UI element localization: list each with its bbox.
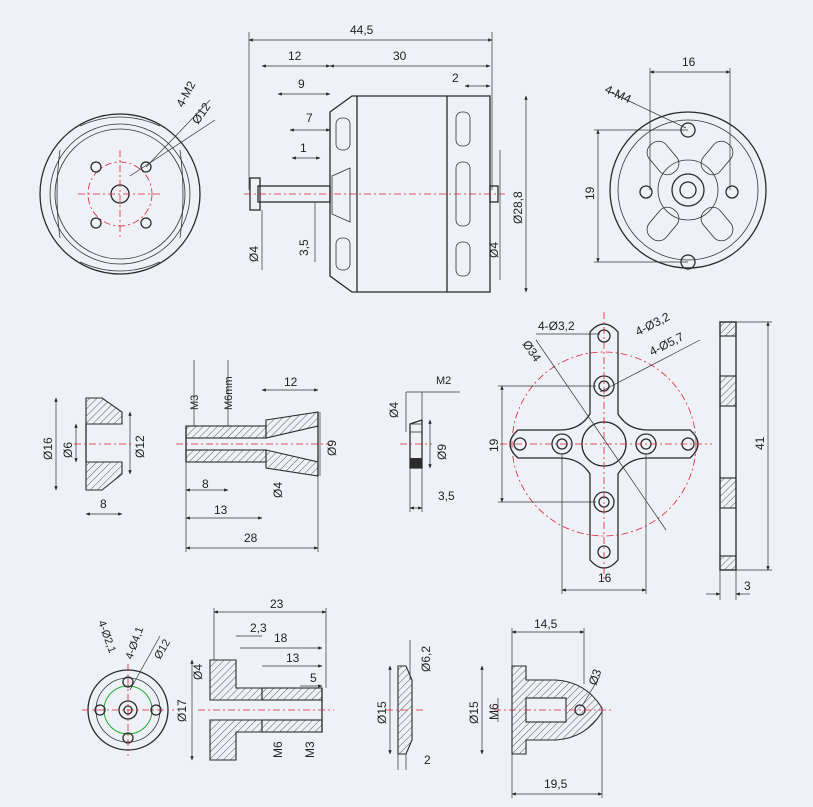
adapter-thread-m3: M3 xyxy=(189,395,201,410)
washer-thickness: 2 xyxy=(424,753,431,767)
side-body-dia: Ø28,8 xyxy=(511,191,525,224)
adapter-dim-28: 28 xyxy=(244,531,258,545)
washer-part: Ø6,2 Ø15 2 xyxy=(375,640,433,770)
side-shaft-dia-right: Ø4 xyxy=(487,242,501,258)
side-dim-2: 2 xyxy=(452,71,459,85)
collar-length: 8 xyxy=(100,497,107,511)
side-shaft-ext-dim: 12 xyxy=(288,49,302,63)
propad-m3: M3 xyxy=(303,741,317,758)
prop-adapter-part: 23 2,3 18 13 5 Ø4 Ø17 M6 M3 xyxy=(175,597,334,761)
rear-holes-label: 4-M4 xyxy=(603,82,634,106)
side-dim-7: 7 xyxy=(306,111,313,125)
cross-holes-c: 4-Ø5,7 xyxy=(647,329,686,358)
ring-width: 3,5 xyxy=(438,489,455,503)
side-dim-1: 1 xyxy=(300,141,307,155)
cross-width: 16 xyxy=(598,571,612,585)
ring-dia-4: Ø4 xyxy=(387,402,401,418)
propad-dia-4: Ø4 xyxy=(191,664,205,680)
front-holes-label: 4-M2 xyxy=(173,78,198,109)
propad-overall: 23 xyxy=(270,597,284,611)
ring-dia-9: Ø9 xyxy=(435,444,449,460)
side-shaft-dia-left: Ø4 xyxy=(247,246,261,262)
spinner-length: 19,5 xyxy=(544,777,568,791)
propad-dim-2-3: 2,3 xyxy=(250,621,267,635)
spinner-dia-15: Ø15 xyxy=(467,701,481,724)
propad-dia-17: Ø17 xyxy=(175,699,189,722)
spinner-hole: Ø3 xyxy=(586,667,605,687)
motor-rear-view: 16 19 4-M4 xyxy=(583,55,767,270)
collar-outer-dia: Ø16 xyxy=(41,437,55,460)
plate-height: 41 xyxy=(753,436,767,450)
washer-dia-15: Ø15 xyxy=(375,701,389,724)
adapter-top-dim: 12 xyxy=(284,375,298,389)
washer-dia-6-2: Ø6,2 xyxy=(419,646,433,672)
rear-spacing-v: 19 xyxy=(583,186,597,200)
propad-dim-18: 18 xyxy=(274,631,288,645)
adapter-thread-m6: M6mm xyxy=(223,376,235,410)
propad-dim-13: 13 xyxy=(286,651,300,665)
propad-m6: M6 xyxy=(271,741,285,758)
adapter-dia-4: Ø4 xyxy=(271,482,285,498)
collar-mid-dia: Ø12 xyxy=(133,435,147,458)
cross-holes-a: 4-Ø3,2 xyxy=(538,319,575,333)
adapter-dim-8: 8 xyxy=(202,477,209,491)
adapter-part: 12 M3 M6mm Ø9 8 13 28 Ø4 xyxy=(176,360,339,552)
prop-hub-view: 4-Ø2,1 4-Ø4,1 Ø12 xyxy=(82,619,174,756)
motor-side-view: 44,5 12 30 9 7 1 2 Ø28,8 Ø4 Ø4 3,5 xyxy=(244,23,528,293)
adapter-dia-9: Ø9 xyxy=(325,440,339,456)
hub-holes-b: 4-Ø4,1 xyxy=(124,625,147,661)
cross-mount-part: 4-Ø3,2 4-Ø3,2 4-Ø5,7 Ø34 19 16 xyxy=(487,309,712,594)
cross-pcd: Ø34 xyxy=(520,338,545,365)
motor-front-view: 4-M2 Ø12 xyxy=(39,78,216,275)
side-body-dim: 30 xyxy=(393,49,407,63)
spinner-part: 14,5 Ø3 Ø15 M6 19,5 xyxy=(467,617,612,798)
ring-part: M2 Ø4 Ø9 3,5 xyxy=(387,375,460,512)
ring-thread: M2 xyxy=(436,375,451,387)
hub-diameter: Ø12 xyxy=(152,637,173,661)
side-dim-3-5: 3,5 xyxy=(297,239,311,256)
spinner-top: 14,5 xyxy=(534,617,558,631)
cross-height: 19 xyxy=(487,438,501,452)
collar-part: Ø16 Ø6 Ø12 8 xyxy=(41,397,147,516)
plate-side-part: 41 3 xyxy=(706,321,772,600)
spinner-m6: M6 xyxy=(487,703,501,720)
side-dim-9: 9 xyxy=(298,77,305,91)
cross-holes-b: 4-Ø3,2 xyxy=(633,309,672,338)
plate-thickness: 3 xyxy=(744,579,751,593)
collar-inner-dia: Ø6 xyxy=(61,442,75,458)
front-dia-label: Ø12 xyxy=(189,100,214,127)
rear-spacing-h: 16 xyxy=(682,55,696,69)
adapter-dim-13: 13 xyxy=(214,503,228,517)
hub-holes-a: 4-Ø2,1 xyxy=(95,619,118,655)
propad-dim-5: 5 xyxy=(310,671,317,685)
side-overall-dim: 44,5 xyxy=(350,23,374,37)
